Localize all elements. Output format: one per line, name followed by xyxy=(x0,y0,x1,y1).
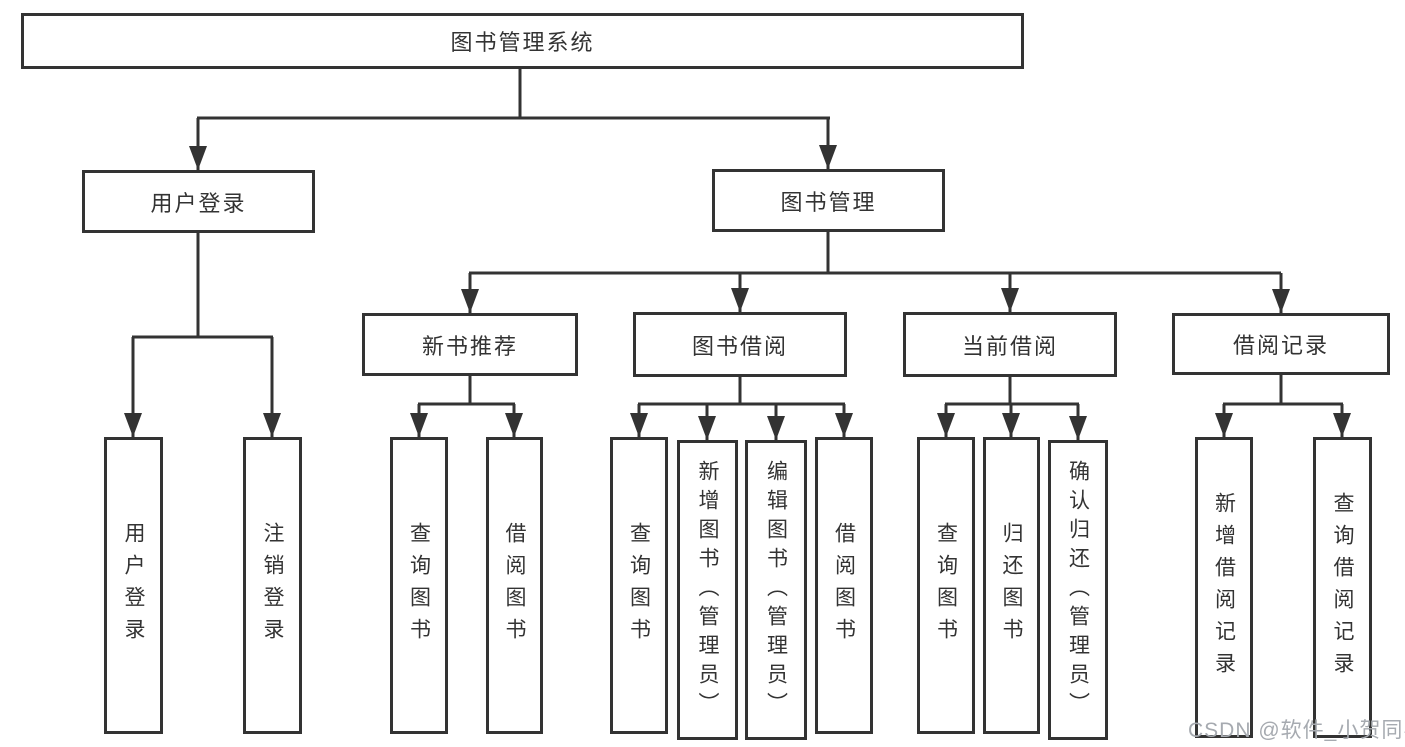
leaf-add-borrow-record: 新增借阅记录 xyxy=(1195,437,1253,738)
node-book-management: 图书管理 xyxy=(712,169,945,232)
leaf-user-login: 用户登录 xyxy=(104,437,163,734)
node-new-book-recommend: 新书推荐 xyxy=(362,313,578,376)
leaf-confirm-return-admin: 确认归还（管理员） xyxy=(1048,440,1108,740)
node-user-login: 用户登录 xyxy=(82,170,315,233)
leaf-query-books-borrow: 查询图书 xyxy=(610,437,668,734)
leaf-borrow-books-recommend: 借阅图书 xyxy=(486,437,543,734)
node-book-borrow: 图书借阅 xyxy=(633,312,847,377)
leaf-query-borrow-record: 查询借阅记录 xyxy=(1313,437,1372,738)
leaf-return-books: 归还图书 xyxy=(983,437,1040,734)
watermark: CSDN @软件_小贺同学 xyxy=(1188,719,1405,742)
leaf-logout: 注销登录 xyxy=(243,437,302,734)
leaf-borrow-books: 借阅图书 xyxy=(815,437,873,734)
leaf-query-books-recommend: 查询图书 xyxy=(390,437,448,734)
node-library-management-system: 图书管理系统 xyxy=(21,13,1024,69)
node-current-borrow: 当前借阅 xyxy=(903,312,1117,377)
leaf-add-books-admin: 新增图书（管理员） xyxy=(677,440,738,740)
leaf-edit-books-admin: 编辑图书（管理员） xyxy=(745,440,807,740)
leaf-query-books-current: 查询图书 xyxy=(917,437,975,734)
node-borrow-records: 借阅记录 xyxy=(1172,313,1390,375)
